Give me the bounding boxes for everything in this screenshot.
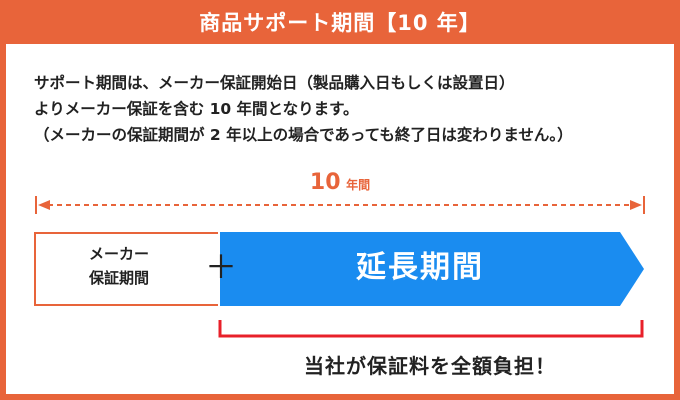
span-label: 10 年間 [0,170,680,195]
description-line-1: サポート期間は、メーカー保証開始日（製品購入日もしくは設置日） [34,74,515,92]
extension-label: 延長期間 [356,250,484,285]
span-arrow [35,196,645,214]
coverage-note: 当社が保証料を全額負担！ [304,354,556,378]
page-title: 商品サポート期間【10 年】 [199,11,481,35]
manufacturer-warranty-box [34,232,218,306]
span-unit: 年間 [346,178,371,192]
description-line-2: よりメーカー保証を含む 10 年間となります。 [34,100,359,118]
panel-header: 商品サポート期間【10 年】 [0,0,680,44]
description: サポート期間は、メーカー保証開始日（製品購入日もしくは設置日） よりメーカー保証… [34,70,654,148]
manufacturer-label-line-1: メーカー [88,245,149,263]
description-line-3: （メーカーの保証期間が 2 年以上の場合であっても終了日は変わりません。） [34,126,573,144]
plus-sign: ＋ [204,248,237,286]
manufacturer-warranty-label: メーカー 保証期間 [34,242,204,290]
coverage-bracket-line [218,320,644,338]
manufacturer-label-line-2: 保証期間 [88,269,149,287]
extension-arrow-body [220,232,644,306]
span-number: 10 [309,170,341,195]
span-left-arrowhead [38,200,50,210]
coverage-bracket [218,320,644,338]
span-right-arrowhead [630,200,642,210]
extension-arrow [220,232,644,306]
